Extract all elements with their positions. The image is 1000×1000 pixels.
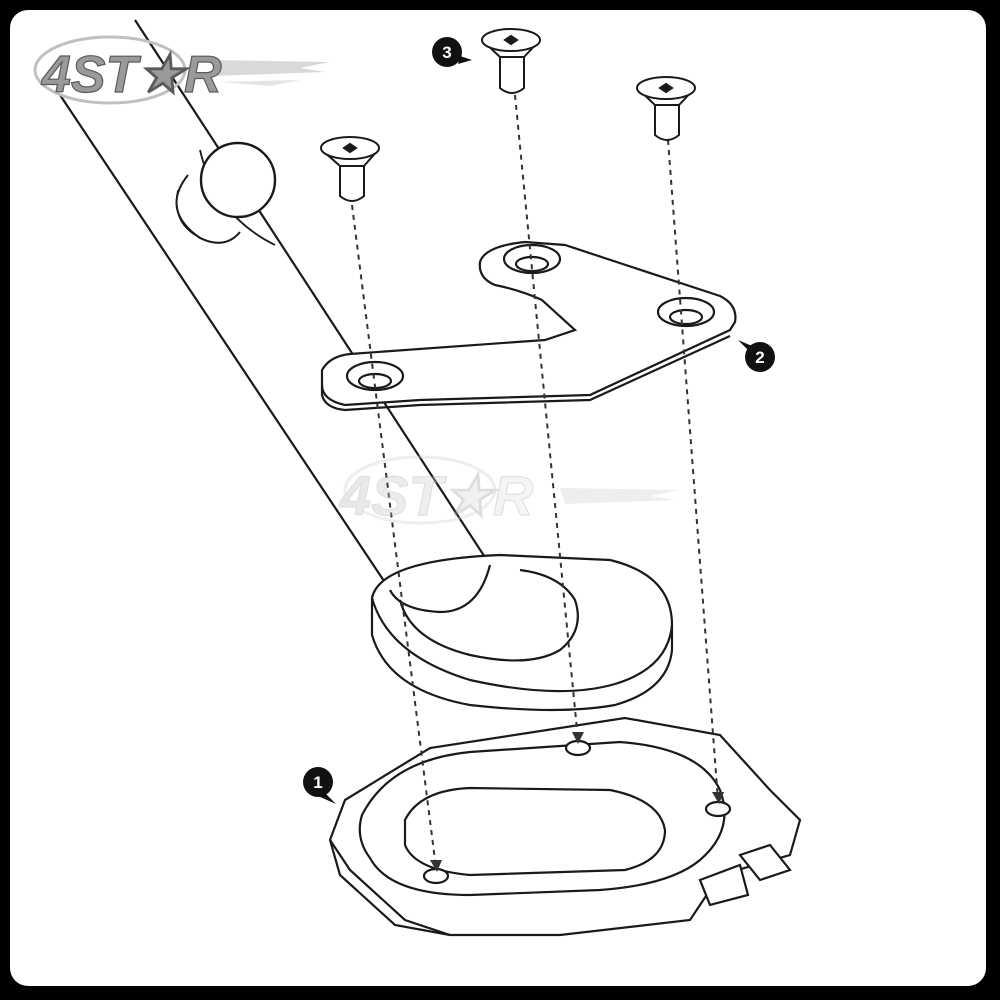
brand-logo: 4ST★R bbox=[33, 35, 330, 105]
extension-pad-part-1 bbox=[328, 716, 802, 937]
pivot-knob bbox=[175, 141, 277, 244]
guide-arrowheads bbox=[430, 732, 724, 872]
diagram-frame: 1 2 3 4ST★R 4ST★R bbox=[10, 10, 986, 986]
callout-part-2: 2 bbox=[738, 340, 775, 372]
callout-label-2: 2 bbox=[755, 348, 764, 367]
callout-label-1: 1 bbox=[313, 773, 322, 792]
center-watermark: 4ST★R bbox=[339, 455, 680, 528]
callout-label-3: 3 bbox=[442, 43, 451, 62]
callout-part-1: 1 bbox=[303, 767, 336, 804]
callout-part-3: 3 bbox=[432, 37, 472, 67]
exploded-view-diagram: 1 2 3 4ST★R 4ST★R bbox=[33, 19, 802, 937]
screw-right bbox=[636, 76, 696, 141]
watermark-text: 4ST★R bbox=[339, 464, 534, 527]
logo-text: 4ST★R bbox=[41, 46, 222, 104]
assembly-guide-lines bbox=[351, 94, 719, 869]
kickstand-foot bbox=[370, 553, 674, 712]
screw-left bbox=[320, 136, 380, 202]
screw-middle bbox=[481, 28, 541, 94]
bracket-plate-part-2 bbox=[320, 240, 737, 412]
